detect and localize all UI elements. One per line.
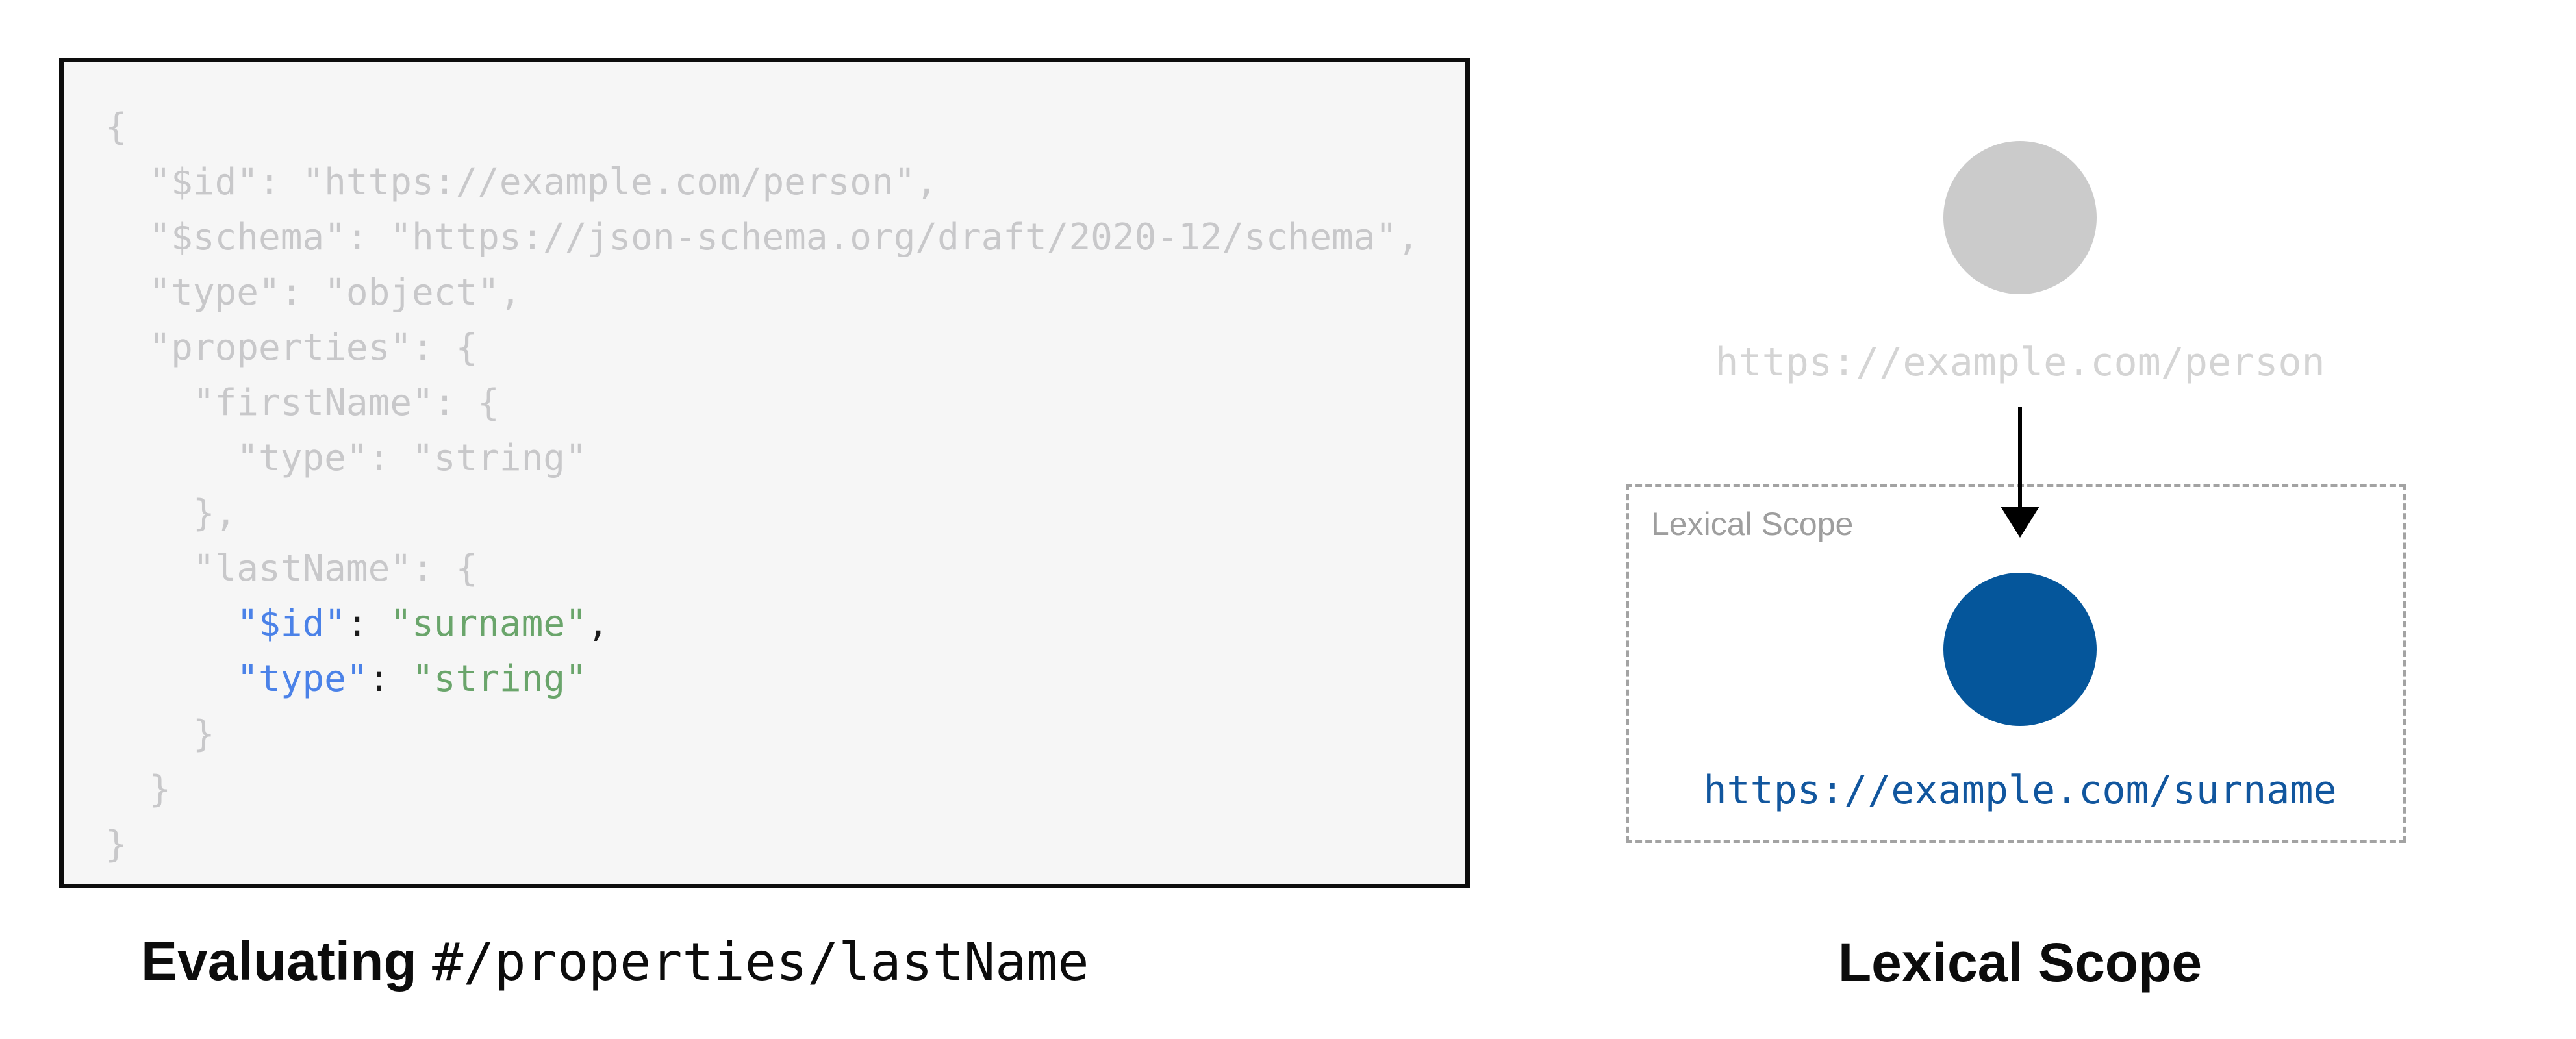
code-line: "$schema": "https://json-schema.org/draf… [105,210,1465,265]
code-line: "$id": "surname", [105,596,1465,651]
code-segment: } [105,768,171,810]
arrow-shaft [2018,407,2022,510]
code-segment: : [368,658,412,700]
code-line: "type": "object", [105,265,1465,320]
code-segment: { [105,106,127,148]
code-segment: "$schema": "https://json-schema.org/draf… [105,216,1419,258]
code-segment: "surname" [390,603,587,645]
code-line: "firstName": { [105,375,1465,431]
code-segment: "type": "string" [105,437,587,479]
code-segment [105,603,236,645]
code-segment: "string" [412,658,587,700]
code-segment: : [346,603,390,645]
code-segment: "$id": "https://example.com/person", [105,161,938,203]
code-line: "properties": { [105,320,1465,375]
code-line: "type": "string" [105,431,1465,486]
code-line: { [105,99,1465,155]
parent-schema-node [1943,141,2097,294]
child-uri-label: https://example.com/surname [1703,768,2337,813]
code-line: "$id": "https://example.com/person", [105,155,1465,210]
schema-code-panel: { "$id": "https://example.com/person", "… [59,58,1470,888]
parent-uri-label: https://example.com/person [1715,340,2325,385]
code-line: "type": "string" [105,651,1465,707]
code-segment: "type": "object", [105,271,522,314]
left-caption-json-pointer: #/properties/lastName [432,932,1089,992]
child-schema-node [1943,573,2097,726]
code-segment [105,658,236,700]
left-caption: Evaluating #/properties/lastName [141,934,1089,988]
code-line: "lastName": { [105,541,1465,596]
code-line: }, [105,486,1465,541]
lexical-scope-label: Lexical Scope [1651,506,1854,542]
code-segment: }, [105,492,237,534]
code-segment: } [105,823,127,866]
code-segment: } [105,713,215,755]
left-caption-bold: Evaluating [141,931,433,992]
right-caption: Lexical Scope [1837,932,2203,993]
arrow-head-icon [2001,507,2039,538]
code-segment: "$id" [236,603,346,645]
lexical-scope-box [1626,484,2406,843]
code-line: } [105,762,1465,817]
code-segment: "firstName": { [105,382,499,424]
code-segment: "lastName": { [105,547,478,590]
code-line: } [105,707,1465,762]
code-segment: "type" [236,658,368,700]
code-segment: , [587,603,609,645]
code-segment: "properties": { [105,327,478,369]
code-lines: { "$id": "https://example.com/person", "… [64,62,1465,872]
code-line: } [105,817,1465,872]
